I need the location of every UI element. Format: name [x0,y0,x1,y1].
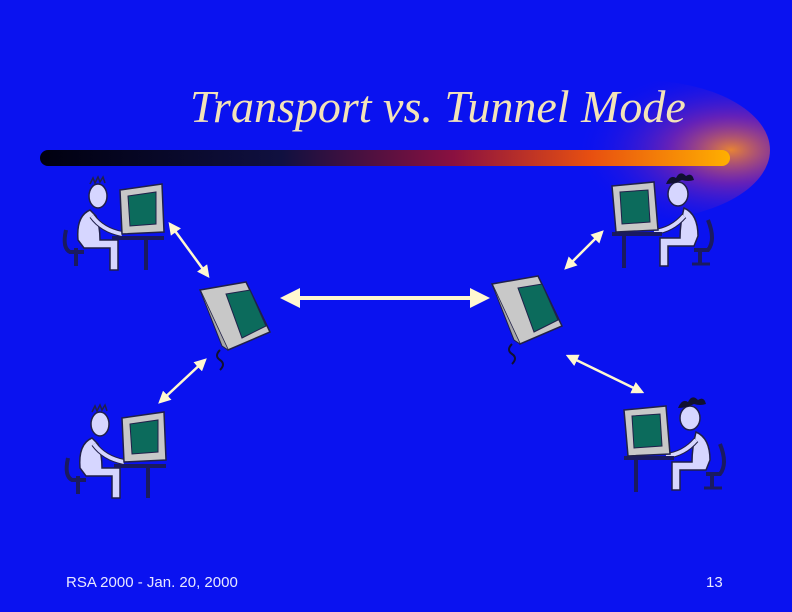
user-at-computer-icon [624,397,724,492]
title-underline-bar [40,150,730,166]
slide-title: Transport vs. Tunnel Mode [190,81,686,132]
double-arrow-icon [158,221,645,404]
page-number: 13 [706,574,723,591]
gateway-monitor-icon [491,275,563,365]
user-at-computer-icon [65,177,164,270]
footer-text: RSA 2000 - Jan. 20, 2000 [66,574,238,591]
gateway-monitor-icon [199,281,271,371]
user-at-computer-icon [67,405,166,498]
